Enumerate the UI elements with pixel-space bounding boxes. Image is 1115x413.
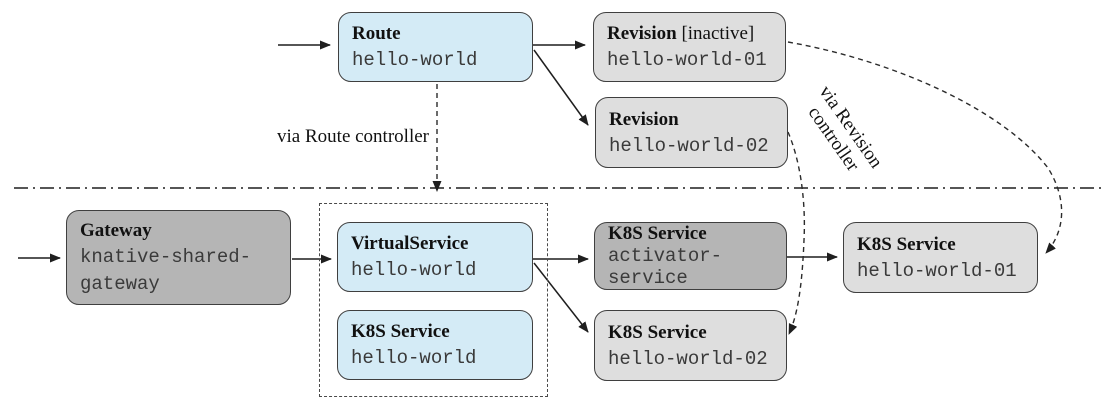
virtualservice-group-frame — [319, 203, 548, 397]
node-revision-02-name: hello-world-02 — [609, 134, 769, 157]
node-k8s-service-activator-name-line2: service — [608, 267, 688, 289]
node-k8s-service-hello-world-01: K8S Service hello-world-01 — [843, 222, 1038, 293]
node-route-name: hello-world — [352, 49, 478, 71]
node-k8s-service-hello-world-02-name: hello-world-02 — [608, 347, 768, 370]
arrow-route-to-revision-02 — [533, 49, 589, 126]
node-k8s-service-hello-world-01-name: hello-world-01 — [857, 259, 1017, 282]
node-revision-inactive: Revision [inactive] hello-world-01 — [593, 12, 786, 82]
node-k8s-service-activator-title: K8S Service — [608, 223, 707, 244]
dashed-arrow-revision-02-to-service-02 — [787, 131, 806, 335]
node-revision-inactive-name: hello-world-01 — [607, 49, 767, 71]
node-k8s-service-hello-world-title: K8S Service — [351, 321, 450, 342]
node-revision-02: Revision hello-world-02 — [595, 97, 788, 168]
node-route-title: Route — [352, 23, 401, 44]
node-k8s-service-hello-world-01-title: K8S Service — [857, 233, 956, 255]
node-virtualservice: VirtualService hello-world — [337, 222, 533, 292]
node-k8s-service-hello-world-02-title: K8S Service — [608, 321, 707, 343]
node-revision-02-title: Revision — [609, 108, 679, 130]
arrow-virtualservice-to-service-02 — [533, 262, 589, 333]
node-k8s-service-hello-world-name: hello-world — [351, 347, 477, 369]
node-gateway: Gateway knative-shared- gateway — [66, 210, 291, 305]
node-revision-inactive-status: [inactive] — [676, 23, 755, 44]
dashed-arrow-revision-01-to-service-01 — [787, 41, 1063, 254]
node-gateway-name-line1: knative-shared- — [80, 246, 252, 268]
node-k8s-service-activator-name-line1: activator- — [608, 245, 723, 267]
node-route: Route hello-world — [338, 12, 533, 82]
node-k8s-service-hello-world: K8S Service hello-world — [337, 310, 533, 380]
node-revision-inactive-title: Revision [inactive] — [607, 20, 781, 47]
node-revision-inactive-title-bold: Revision — [607, 23, 677, 44]
node-virtualservice-name: hello-world — [351, 259, 477, 281]
label-via-route-controller: via Route controller — [277, 126, 429, 147]
node-gateway-name-line2: gateway — [80, 273, 160, 295]
node-k8s-service-hello-world-02: K8S Service hello-world-02 — [594, 310, 787, 381]
node-virtualservice-title: VirtualService — [351, 233, 469, 254]
node-k8s-service-activator: K8S Service activator- service — [594, 222, 787, 290]
node-gateway-title: Gateway — [80, 220, 152, 241]
